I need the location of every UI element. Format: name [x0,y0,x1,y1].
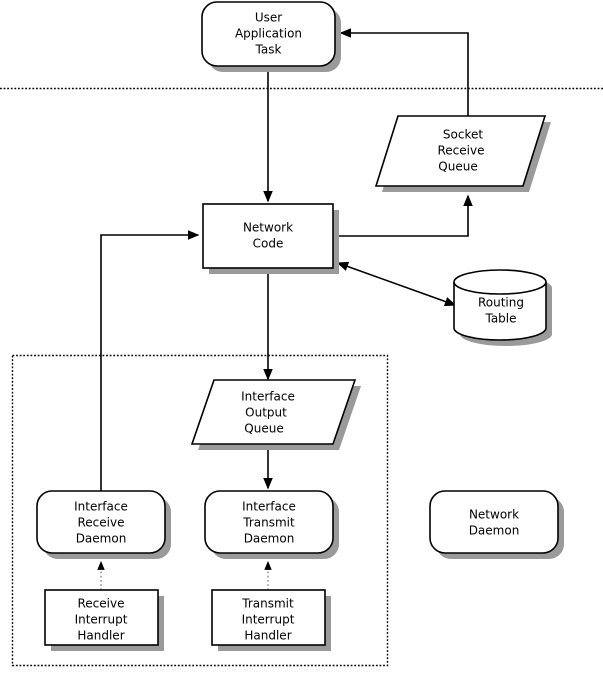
socket-receive-queue-body [374,115,547,187]
user-application-task-body [201,1,336,67]
transmit-interrupt-handler-label-line2: Interrupt [242,613,295,627]
network-daemon-label-line2: Daemon [469,524,520,538]
node-socket-receive-queue[interactable]: Socket Receive Queue [374,115,551,192]
interface-receive-daemon-label-line3: Daemon [76,532,127,546]
network-code-label-line1: Network [243,221,293,235]
node-interface-output-queue[interactable]: Interface Output Queue [190,379,361,450]
edge-receive-daemon-to-network-code [100,230,200,492]
node-network-code[interactable]: Network Code [202,203,339,274]
edge-socket-queue-to-uat [339,28,469,118]
receive-interrupt-handler-body [44,589,159,646]
receive-interrupt-handler-label-line1: Receive [78,597,125,611]
receive-interrupt-handler-label-line3: Handler [77,629,124,643]
node-transmit-interrupt-handler[interactable]: Transmit Interrupt Handler [211,589,331,651]
interface-receive-daemon-label-line1: Interface [74,500,128,514]
network-code-label-line2: Code [253,237,284,251]
socket-receive-queue-label-line3: Queue [438,160,477,174]
node-network-daemon[interactable]: Network Daemon [429,490,564,559]
routing-table-label-line2: Table [484,312,516,326]
receive-interrupt-handler-label-line2: Interrupt [75,613,128,627]
interface-output-queue-body [190,379,357,445]
routing-table-label-line1: Routing [478,296,524,310]
transmit-interrupt-handler-label-line3: Handler [244,629,291,643]
interface-transmit-daemon-label-line3: Daemon [244,532,295,546]
node-interface-transmit-daemon[interactable]: Interface Transmit Daemon [204,490,339,559]
transmit-interrupt-handler-label-line1: Transmit [241,597,294,611]
network-daemon-label-line1: Network [469,508,519,522]
user-application-task-label-line3: Task [255,43,282,57]
node-interface-receive-daemon[interactable]: Interface Receive Daemon [36,490,171,559]
edge-network-code-to-socket-queue [333,194,473,237]
transmit-interrupt-handler-body [211,589,326,646]
interface-transmit-daemon-label-line1: Interface [242,500,296,514]
interface-receive-daemon-body [36,490,166,554]
interface-output-queue-label-line1: Interface [241,390,295,404]
edge-layer [97,28,473,590]
node-routing-table[interactable]: Routing Table [453,269,552,346]
network-daemon-body [429,490,559,554]
edge-network-code-routing-table [336,261,457,307]
user-application-task-label-line1: User [255,11,282,25]
routing-table-top [453,269,547,295]
driver-group-boundary [11,354,389,667]
routing-table-body [453,282,547,341]
user-application-task-label-line2: Application [235,27,302,41]
interface-transmit-daemon-body [204,490,334,554]
interface-transmit-daemon-label-line2: Transmit [242,516,295,530]
interface-output-queue-label-line3: Queue [244,422,283,436]
interface-receive-daemon-label-line2: Receive [78,516,125,530]
node-user-application-task[interactable]: User Application Task [201,1,341,72]
network-code-body [202,203,334,269]
interface-output-queue-label-line2: Output [245,406,287,420]
socket-receive-queue-label-line2: Receive [438,144,485,158]
socket-receive-queue-label-line1: Socket [443,128,483,142]
node-receive-interrupt-handler[interactable]: Receive Interrupt Handler [44,589,164,651]
